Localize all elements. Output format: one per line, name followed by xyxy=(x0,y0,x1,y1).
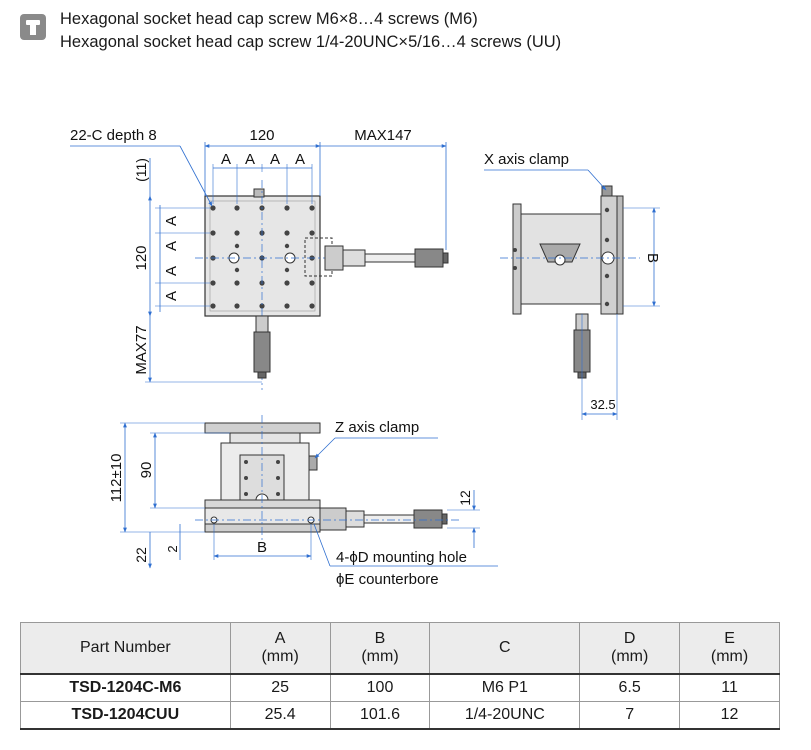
col-e: E(mm) xyxy=(679,622,780,675)
dim-a-left-3: A xyxy=(163,266,180,276)
front-dim-22: 22 xyxy=(133,547,149,563)
dim-offset-11: (11) xyxy=(133,158,149,182)
side-view: X axis clamp B 32.5 xyxy=(484,151,661,420)
mounting-hole-label: 4-ϕD mounting hole xyxy=(336,549,467,566)
dim-a-top-4: A xyxy=(295,151,305,168)
counterbore-label: ϕE counterbore xyxy=(336,571,439,588)
dim-width-120: 120 xyxy=(249,127,274,144)
cell-c: 1/4-20UNC xyxy=(429,701,581,730)
x-axis-clamp-label: X axis clamp xyxy=(484,151,569,168)
dim-a-left-2: A xyxy=(163,241,180,251)
table-row: TSD-1204C-M6 25 100 M6 P1 6.5 11 xyxy=(20,673,780,702)
dim-max77: MAX77 xyxy=(133,325,150,374)
front-dim-12: 12 xyxy=(457,490,473,506)
dim-a-top-1: A xyxy=(221,151,231,168)
dim-a-left-1: A xyxy=(163,216,180,226)
dim-max147: MAX147 xyxy=(354,127,412,144)
cell-d: 6.5 xyxy=(579,673,681,702)
cell-e: 12 xyxy=(679,701,780,730)
front-dim-90: 90 xyxy=(138,462,155,479)
table-header-row: Part Number A(mm) B(mm) C D(mm) E(mm) xyxy=(20,622,780,675)
holes-callout: 22-C depth 8 xyxy=(70,127,157,144)
front-view: Z axis clamp 112±10 90 22 2 12 B 4-ϕD mo… xyxy=(108,415,498,588)
col-d: D(mm) xyxy=(579,622,681,675)
col-a: A(mm) xyxy=(229,622,331,675)
spec-table: Part Number A(mm) B(mm) C D(mm) E(mm) TS… xyxy=(20,622,780,730)
cell-c: M6 P1 xyxy=(429,673,581,702)
header-line-uu: Hexagonal socket head cap screw 1/4-20UN… xyxy=(60,33,562,51)
technical-drawing: 120 MAX147 A A A A 22-C depth 8 A A A A … xyxy=(70,127,661,588)
side-dim-32-5: 32.5 xyxy=(590,397,615,412)
dim-a-top-2: A xyxy=(245,151,255,168)
cell-e: 11 xyxy=(679,673,780,702)
col-b: B(mm) xyxy=(329,622,431,675)
side-dim-b: B xyxy=(644,253,661,263)
front-dim-2: 2 xyxy=(165,545,180,552)
cell-a: 25 xyxy=(229,673,331,702)
dim-a-left-4: A xyxy=(163,291,180,301)
header: Hexagonal socket head cap screw M6×8…4 s… xyxy=(20,10,800,60)
top-view: 120 MAX147 A A A A 22-C depth 8 A A A A … xyxy=(70,127,450,390)
cell-part-number: TSD-1204CUU xyxy=(20,701,231,730)
front-dim-b: B xyxy=(257,539,267,556)
cell-d: 7 xyxy=(579,701,681,730)
col-part-number: Part Number xyxy=(20,622,231,675)
front-dim-112: 112±10 xyxy=(108,454,125,503)
screw-icon xyxy=(20,14,46,40)
cell-part-number: TSD-1204C-M6 xyxy=(20,673,231,702)
cell-a: 25.4 xyxy=(229,701,331,730)
cell-b: 101.6 xyxy=(329,701,431,730)
dim-height-120: 120 xyxy=(133,245,150,270)
dim-a-top-3: A xyxy=(270,151,280,168)
table-row: TSD-1204CUU 25.4 101.6 1/4-20UNC 7 12 xyxy=(20,701,780,730)
cell-b: 100 xyxy=(329,673,431,702)
z-axis-clamp-label: Z axis clamp xyxy=(335,419,419,436)
header-line-m6: Hexagonal socket head cap screw M6×8…4 s… xyxy=(60,10,478,28)
col-c: C xyxy=(429,622,581,675)
